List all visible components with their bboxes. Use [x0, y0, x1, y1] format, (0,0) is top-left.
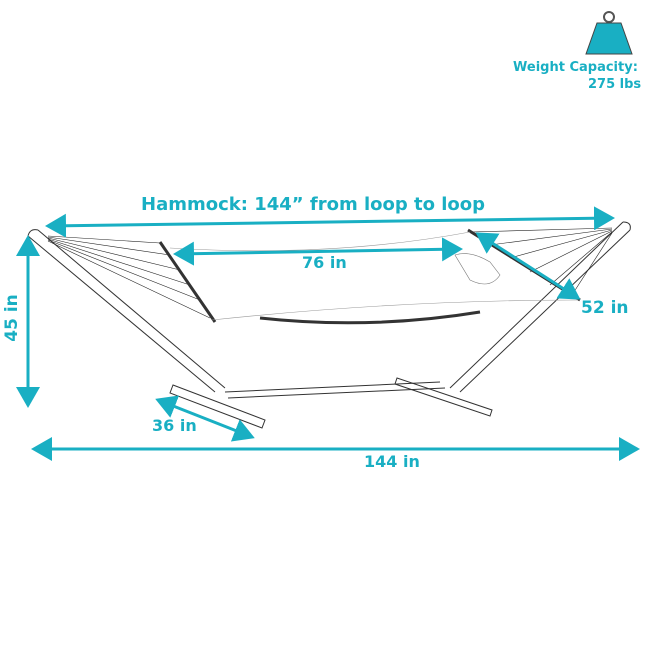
hammock-length-label: Hammock: 144” from loop to loop: [141, 194, 486, 215]
bed-width-label: 52 in: [581, 298, 629, 318]
weight-capacity-value: 275 lbs: [588, 77, 642, 92]
stand-length-label: 144 in: [364, 452, 420, 471]
base-width-label: 36 in: [152, 416, 197, 435]
hammock-bed: [47, 227, 613, 325]
dimension-arrows: [16, 206, 640, 461]
weight-capacity-label: Weight Capacity:: [513, 60, 638, 75]
bed-length-label: 76 in: [302, 253, 347, 272]
hammock-stand: [27, 221, 631, 429]
height-label: 45 in: [1, 294, 22, 342]
weight-icon: [585, 11, 633, 55]
